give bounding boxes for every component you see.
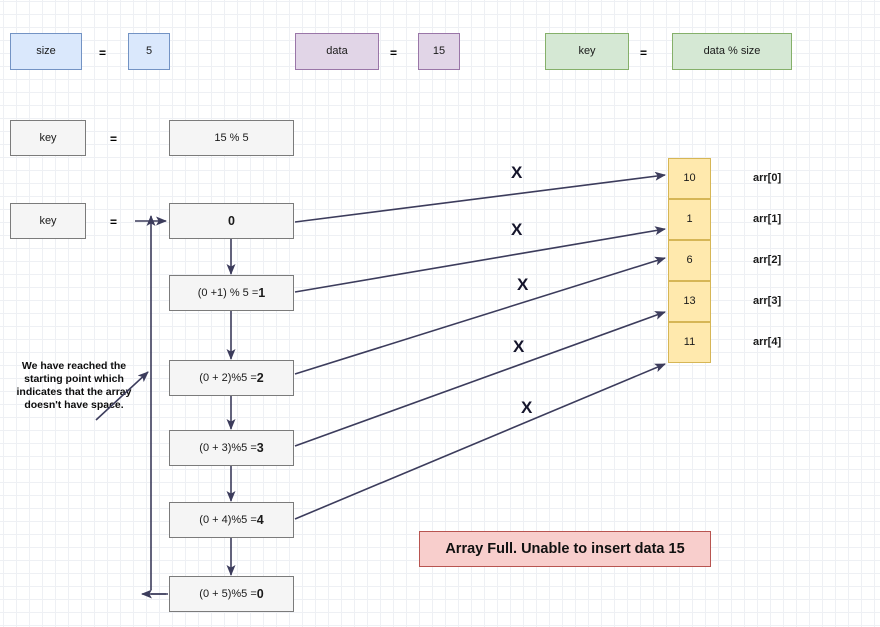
declaration-size-value[interactable]: 5: [128, 33, 170, 70]
array-cell-1[interactable]: 1: [668, 199, 711, 240]
probe-box-5[interactable]: (0 + 5)%5 = 0: [169, 576, 294, 612]
array-index-label-4: arr[4]: [753, 336, 782, 348]
probe-box-4-text: (0 + 4)%5 =: [199, 513, 257, 526]
collision-mark-2: X: [517, 275, 529, 294]
key-row-1-label: key: [39, 214, 57, 227]
probe-box-2[interactable]: (0 + 2)%5 = 2: [169, 360, 294, 396]
array-index-label-1: arr[1]: [753, 213, 782, 225]
declaration-size-operator: =: [99, 46, 107, 60]
array-cell-2[interactable]: 6: [668, 240, 711, 281]
array-cell-4[interactable]: 11: [668, 322, 711, 363]
key-row-0-label-box[interactable]: key: [10, 120, 86, 156]
declaration-data-operator: =: [390, 46, 398, 60]
key-row-0-operator: =: [110, 132, 118, 146]
collision-mark-0: X: [511, 163, 523, 182]
array-cell-3[interactable]: 13: [668, 281, 711, 322]
array-cell-0-value: 10: [683, 172, 696, 185]
declaration-data-name[interactable]: data: [295, 33, 379, 70]
declaration-key-name[interactable]: key: [545, 33, 629, 70]
probe-box-1[interactable]: (0 +1) % 5 = 1: [169, 275, 294, 311]
key-row-0-value: 15 % 5: [214, 131, 249, 144]
collision-mark-3: X: [513, 337, 525, 356]
probe-box-2-text: (0 + 2)%5 =: [199, 371, 257, 384]
declaration-size-label: size: [36, 45, 56, 58]
probe-box-5-text: (0 + 5)%5 =: [199, 587, 257, 600]
probe-box-3-text: (0 + 3)%5 =: [199, 441, 257, 454]
array-index-label-2: arr[2]: [753, 254, 782, 266]
array-full-message-text: Array Full. Unable to insert data 15: [445, 541, 685, 557]
edge-probe4-arr4: [294, 363, 666, 520]
collision-mark-4: X: [521, 398, 533, 417]
key-row-0-value-box[interactable]: 15 % 5: [169, 120, 294, 156]
declaration-key-value[interactable]: data % size: [672, 33, 792, 70]
wraparound-annotation: We have reached the starting point which…: [16, 360, 132, 412]
array-cell-0[interactable]: 10: [668, 158, 711, 199]
probe-box-0-bold: 0: [228, 213, 235, 228]
declaration-key-label: key: [578, 45, 596, 58]
edge-probe3-arr3: [294, 311, 666, 447]
array-index-label-3: arr[3]: [753, 295, 782, 307]
declaration-key-operator: =: [640, 46, 648, 60]
edge-probe1-arr1: [294, 226, 666, 293]
collision-mark-1: X: [511, 220, 523, 239]
probe-box-1-result: 1: [258, 285, 266, 300]
array-cell-1-value: 1: [686, 213, 693, 226]
key-row-1-operator: =: [110, 215, 118, 229]
probe-box-2-result: 2: [256, 370, 264, 385]
edge-probe0-arr0: [294, 171, 666, 223]
array-cell-4-value: 11: [683, 336, 696, 349]
probe-box-5-result: 0: [256, 586, 264, 601]
declaration-data-value[interactable]: 15: [418, 33, 460, 70]
probe-box-3[interactable]: (0 + 3)%5 = 3: [169, 430, 294, 466]
edge-probe2-arr2: [294, 256, 666, 375]
probe-box-1-text: (0 +1) % 5 =: [197, 286, 259, 299]
array-index-label-0: arr[0]: [753, 172, 782, 184]
probe-box-4[interactable]: (0 + 4)%5 = 4: [169, 502, 294, 538]
declaration-size-name[interactable]: size: [10, 33, 82, 70]
declaration-key-value-text: data % size: [703, 45, 761, 58]
probe-box-4-result: 4: [256, 512, 264, 527]
probe-box-3-result: 3: [256, 440, 264, 455]
key-row-1-label-box[interactable]: key: [10, 203, 86, 239]
array-cell-3-value: 13: [683, 295, 696, 308]
declaration-data-value-text: 15: [432, 45, 446, 58]
array-cell-2-value: 6: [686, 254, 693, 267]
probe-box-0[interactable]: 0: [169, 203, 294, 239]
array-full-message: Array Full. Unable to insert data 15: [419, 531, 711, 567]
key-row-0-label: key: [39, 131, 57, 144]
declaration-data-label: data: [326, 45, 348, 58]
declaration-size-value-text: 5: [145, 45, 153, 58]
